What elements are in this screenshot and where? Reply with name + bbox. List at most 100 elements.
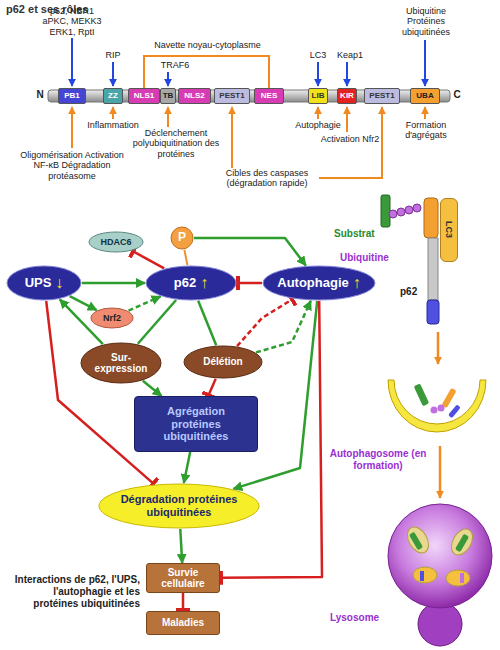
annotation-label: Ubiquitine Protéines ubiquitinées xyxy=(386,6,466,37)
annotation-label: Autophagosome (en formation) xyxy=(322,448,434,471)
binding-arrows-part xyxy=(112,62,114,86)
node-text: UPS xyxy=(25,276,52,291)
process-ellipse: Dégradation protéines ubiquitinées xyxy=(98,483,260,529)
annotation-label: p62, NBR1 aPKC, MEKK3 ERK1, RptI xyxy=(36,6,108,37)
node-outline-shape xyxy=(7,266,81,300)
binding-arrows-part xyxy=(424,40,426,86)
process-arrows-part xyxy=(437,332,440,364)
node-outline-shape xyxy=(89,232,143,252)
node-text: KIR xyxy=(340,91,354,100)
annotation-label: Lysosome xyxy=(330,612,390,624)
node-text: UBA xyxy=(416,91,433,100)
lysosome-illustration-part xyxy=(446,570,470,586)
node-text: Dégradation protéines ubiquitinées xyxy=(119,493,239,518)
function-arrows-part xyxy=(231,107,233,168)
autophagosome-illustration-part xyxy=(431,407,438,414)
node-outline-shape xyxy=(91,308,133,328)
lysosome-illustration-part xyxy=(455,534,469,553)
autophagosome-illustration-part xyxy=(438,405,445,412)
annotation-label: Oligomérisation Activation NF-κB Dégrada… xyxy=(12,150,132,181)
annotation-label: Déclenchement polyubiquitination des pro… xyxy=(130,128,222,159)
node-outline-shape xyxy=(263,266,375,300)
node-outline-shape xyxy=(184,346,262,378)
connector-inhibition xyxy=(237,299,293,346)
function-arrows-part xyxy=(346,107,348,132)
binding-arrows-part xyxy=(167,72,169,86)
function-arrows-part xyxy=(71,107,73,148)
connector-activation xyxy=(82,282,145,285)
node-text: P xyxy=(178,231,186,245)
binding-arrows xyxy=(72,38,425,86)
autophagosome-illustration xyxy=(388,380,486,432)
connector-activation xyxy=(70,296,97,310)
connector-activation xyxy=(143,381,162,396)
process-arrows-part xyxy=(439,446,442,498)
state-ellipse: p62↑ xyxy=(145,265,237,301)
annotation-label: Activation Nfr2 xyxy=(320,134,380,144)
node-text: NLS1 xyxy=(134,91,154,100)
lysosome-illustration-part xyxy=(413,567,437,583)
p62-complex-illustration-part xyxy=(381,195,390,227)
annotation-label: Keap1 xyxy=(331,50,369,60)
protein-ellipse: HDAC6 xyxy=(88,231,144,253)
node-text: ZZ xyxy=(108,91,118,100)
annotation-label: Cibles des caspases (dégradation rapide) xyxy=(214,168,320,189)
connector-activation xyxy=(184,250,187,265)
annotation-label: Inflammation xyxy=(81,120,145,130)
trend-arrow: ↑ xyxy=(353,274,361,292)
p62-complex-illustration-part xyxy=(427,300,439,324)
lysosome-illustration-part xyxy=(418,602,462,646)
annotation-label: Substrat xyxy=(334,228,386,240)
p62-complex-illustration-part xyxy=(389,210,397,218)
node-text: LIB xyxy=(312,91,325,100)
protein-domain: LIB xyxy=(308,88,328,104)
node-text: NLS2 xyxy=(184,91,204,100)
binding-arrows-part xyxy=(346,62,348,86)
p62-complex-illustration-part xyxy=(413,204,421,212)
annotation-label: N xyxy=(34,89,46,101)
function-arrows-part xyxy=(167,107,169,127)
protein-domain: PEST1 xyxy=(214,88,250,104)
lysosome-illustration-part xyxy=(460,573,464,583)
node-text: Survie cellulaire xyxy=(150,567,216,590)
node-text: p62 xyxy=(174,276,196,291)
connector-inhibition xyxy=(237,282,262,285)
condition-ellipse: Délétion xyxy=(183,345,263,379)
node-outline-shape xyxy=(171,227,193,249)
outcome-box: Survie cellulaire xyxy=(146,563,220,593)
process-box: Agrégation protéines ubiquitinées xyxy=(134,396,258,452)
autophagosome-illustration-part xyxy=(441,388,456,408)
process-arrows xyxy=(438,332,440,498)
connector-activation xyxy=(194,238,306,266)
lc3-box: LC3 xyxy=(440,198,458,262)
annotation-label: C xyxy=(451,89,463,101)
node-text: Maladies xyxy=(162,617,204,629)
p62-complex-illustration xyxy=(381,195,439,324)
connector-activation xyxy=(198,301,216,345)
connector-activation xyxy=(180,529,182,563)
protein-domain: NLS2 xyxy=(178,88,211,104)
annotation-label: RIP xyxy=(98,50,128,60)
protein-domain: UBA xyxy=(410,88,440,104)
annotation-label: TRAF6 xyxy=(150,60,200,70)
connector-activation xyxy=(233,301,317,489)
trend-arrow: ↓ xyxy=(55,274,63,292)
lysosome-illustration-part xyxy=(409,532,423,551)
phospho-circle: P xyxy=(170,226,194,250)
protein-domain: KIR xyxy=(337,88,357,104)
node-text: NES xyxy=(261,91,277,100)
condition-ellipse: Sur-expression xyxy=(80,342,162,384)
annotation-label: Autophagie xyxy=(288,120,348,130)
node-outline-shape xyxy=(146,266,236,300)
node-text: Sur-expression xyxy=(91,352,151,375)
p62-complex-illustration-part xyxy=(405,206,413,214)
annotation-label: Ubiquitine xyxy=(340,252,402,264)
node-text: PB1 xyxy=(64,91,80,100)
node-text: TB xyxy=(163,91,174,100)
lysosome-illustration-part xyxy=(403,523,433,556)
function-arrows-part xyxy=(319,107,382,178)
autophagosome-illustration-part xyxy=(414,383,430,406)
protein-ellipse: Nrf2 xyxy=(90,307,134,329)
